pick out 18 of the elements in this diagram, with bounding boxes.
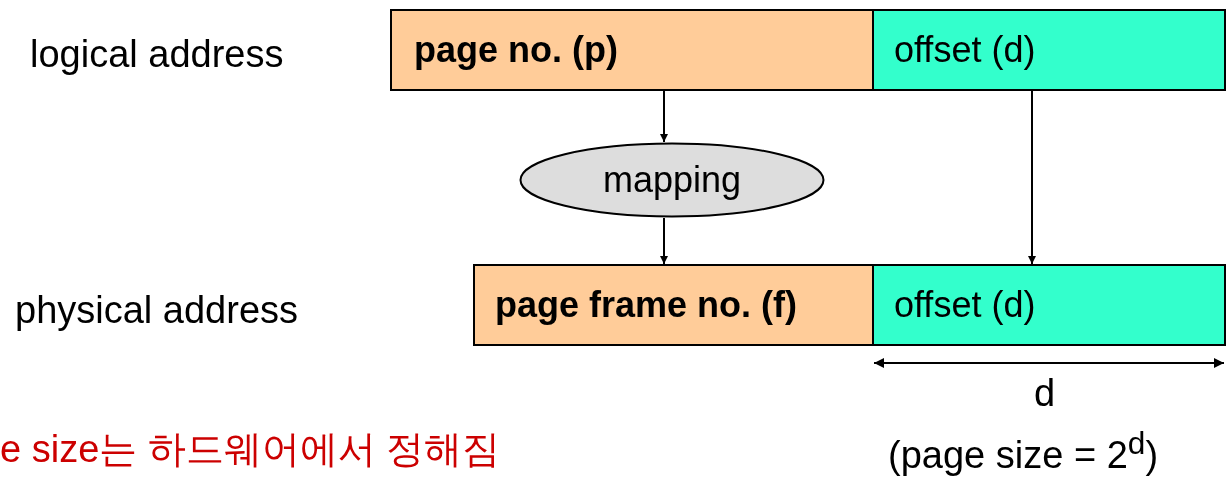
field-label: page no. (p)	[414, 29, 618, 71]
field-label: offset (d)	[894, 29, 1036, 71]
arrow	[660, 217, 668, 265]
arrow	[1028, 90, 1036, 265]
row-label: logical address	[30, 35, 284, 73]
note-text: e size는 하드웨어에서 정해짐	[0, 430, 501, 468]
field-box	[473, 264, 874, 346]
field-box	[872, 9, 1226, 91]
row-label: physical address	[15, 291, 299, 329]
process-ellipse	[519, 142, 825, 218]
field-label: offset (d)	[894, 284, 1036, 326]
field-label: mapping	[602, 159, 742, 201]
dimension-note: (page size = 2$^{d}$)	[888, 428, 1159, 474]
field-label: page frame no. (f)	[495, 284, 798, 326]
dimension-label: d	[1034, 374, 1056, 412]
field-box	[872, 264, 1226, 346]
field-box	[390, 9, 874, 91]
arrow	[660, 90, 668, 143]
